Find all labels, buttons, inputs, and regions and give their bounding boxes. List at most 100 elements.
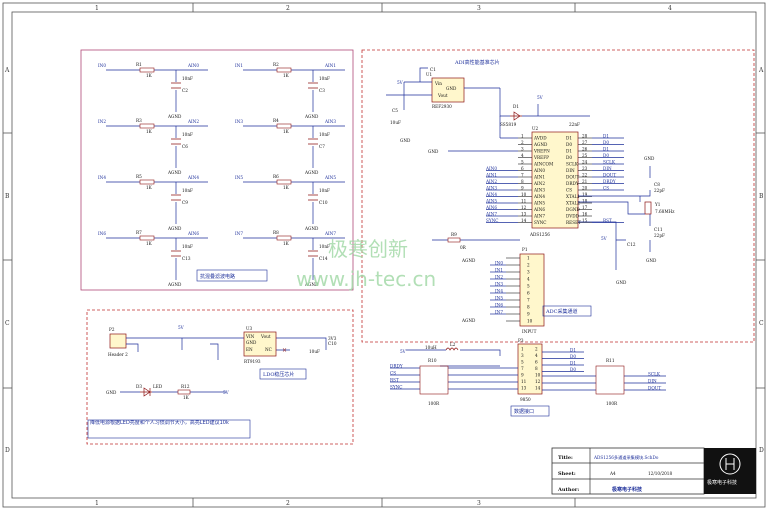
diode-d1-designator: D1 <box>513 104 519 109</box>
col-label-3-bottom: 3 <box>477 500 481 507</box>
p3-pin-number-right: 12 <box>535 379 541 384</box>
p3-pin-number-left: 13 <box>521 386 527 391</box>
ads1256-right-net-label: DOUT <box>603 173 616 178</box>
filter-resistor-value: 1K <box>283 185 290 190</box>
filter-label-box <box>196 269 268 282</box>
ads1256-right-pin-name: D0 <box>566 142 572 147</box>
ads1256-left-pin-name: AIN4 <box>533 194 545 199</box>
led-5v-net: 5V <box>223 390 230 395</box>
cap-c10-value: 10uF <box>309 349 320 354</box>
filter-capacitor-symbol <box>171 138 181 145</box>
ldo-block-frame <box>86 309 354 445</box>
ads1256-right-pin-number: 22 <box>582 173 588 178</box>
ads1256-left-pin-number: 3 <box>521 147 524 152</box>
ads1256-left-net-label: AIN7 <box>485 212 497 217</box>
ads1256-left-pin-name: AINCOM <box>533 162 554 167</box>
u3-designator: U3 <box>246 326 253 331</box>
filter-input-net: IN2 <box>98 119 106 124</box>
filter-wire <box>106 69 208 112</box>
adc-label-box <box>542 305 592 317</box>
ads1256-left-pin-name: AIN6 <box>533 207 545 212</box>
cap-c8-value: 22pF <box>654 188 665 193</box>
p1-pin-number: 4 <box>527 277 530 282</box>
ads1256-right-pin-name: DIN <box>566 168 575 173</box>
filter-input-net: IN6 <box>98 231 106 236</box>
r12-designator: R12 <box>181 384 190 389</box>
row-label-c-left: C <box>5 320 10 327</box>
crystal-gnd-bottom: GND <box>646 258 657 263</box>
p3-pin-number-right: 10 <box>535 373 541 378</box>
crystal-designator: Y1 <box>654 202 661 207</box>
p1-agnd-bottom: AGND <box>461 318 476 323</box>
ads1256-right-pin-number: 21 <box>582 179 588 184</box>
ads1256-left-net-label: AIN2 <box>485 179 497 184</box>
filter-capacitor-symbol <box>308 194 318 201</box>
p1-pin-number: 2 <box>527 263 530 268</box>
col-label-2-top: 2 <box>286 5 290 12</box>
filter-resistor-value: 1K <box>283 241 290 246</box>
data-left-net-label: CS <box>390 371 396 376</box>
reference-pin-vin: Vin <box>434 81 442 86</box>
filter-capacitor-symbol <box>171 82 181 89</box>
sheet-border-outer <box>2 2 766 508</box>
watermark-line-1: 极寒创新 <box>328 237 408 261</box>
ads1256-left-pin-name: AIN5 <box>533 201 545 206</box>
data-left-net-label: SYNC <box>390 385 403 390</box>
ads1256-right-pin-number: 25 <box>582 153 588 158</box>
filter-resistor-designator: R7 <box>136 230 142 235</box>
ads1256-left-pin-number: 6 <box>521 166 524 171</box>
u3-pin-en: EN <box>246 347 253 352</box>
reference-pin-vout: Vout <box>437 93 448 98</box>
ads1256-right-net-label: D0 <box>603 140 609 145</box>
filter-output-net: AIN0 <box>187 63 199 68</box>
adc-block-label: ADC采集通道 <box>545 308 577 315</box>
data-mid-net-label: D0 <box>570 367 576 372</box>
filter-resistor-designator: R4 <box>273 118 279 123</box>
filter-resistor-body <box>139 179 155 185</box>
row-label-d-right: D <box>759 447 764 454</box>
filter-gnd-label: AGND <box>167 282 182 287</box>
ads1256-right-pin-number: 20 <box>582 186 588 191</box>
ads1256-left-pin-name: AIN0 <box>533 168 545 173</box>
p3-pin-number-left: 5 <box>521 360 524 365</box>
p1-net-label: IN7 <box>495 310 503 315</box>
crystal-frequency: 7.68MHz <box>655 209 675 214</box>
cap-c10-designator: C10 <box>328 341 337 346</box>
ads1256-right-pin-name: XTAL2 <box>566 201 580 206</box>
p1-net-label: IN6 <box>495 303 503 308</box>
ads1256-right-pin-name: XTAL1 <box>566 194 580 199</box>
ads1256-left-pin-name: AGND <box>533 142 548 147</box>
filter-capacitor-value: 10nF <box>319 244 330 249</box>
col-label-3-top: 3 <box>477 5 481 12</box>
filter-resistor-body <box>139 67 155 73</box>
u3-pin-vin: VIN <box>245 334 255 339</box>
reference-chip-designator: U1 <box>426 72 433 77</box>
filter-resistor-body <box>276 235 292 241</box>
filter-resistor-body <box>276 179 292 185</box>
ads1256-right-net-label: D0 <box>603 153 609 158</box>
filter-output-net: AIN2 <box>187 119 199 124</box>
r11-designator: R11 <box>606 358 615 363</box>
row-label-d-left: D <box>5 447 10 454</box>
dvdd-5v-net: 5V <box>601 236 608 241</box>
filter-output-net: AIN3 <box>324 119 336 124</box>
ads1256-left-pin-name: AIN3 <box>533 188 545 193</box>
ads1256-right-pin-name: CS <box>566 188 572 193</box>
r12-body <box>177 389 191 395</box>
ads1256-right-pin-name: SCLK <box>566 162 579 167</box>
p2-header-body <box>109 333 127 349</box>
filter-capacitor-designator: C10 <box>319 200 328 205</box>
ads1256-right-pin-name: D0 <box>566 155 572 160</box>
row-label-a-right: A <box>758 67 764 74</box>
filter-capacitor-value: 10nF <box>319 76 330 81</box>
filter-output-net: AIN5 <box>324 175 336 180</box>
p3-pin-number-left: 3 <box>521 353 524 358</box>
data-block-label: 数据接口 <box>514 408 534 415</box>
filter-gnd-label: AGND <box>304 282 319 287</box>
filter-resistor-designator: R5 <box>136 174 142 179</box>
filter-capacitor-symbol <box>171 194 181 201</box>
filter-capacitor-value: 10nF <box>319 188 330 193</box>
